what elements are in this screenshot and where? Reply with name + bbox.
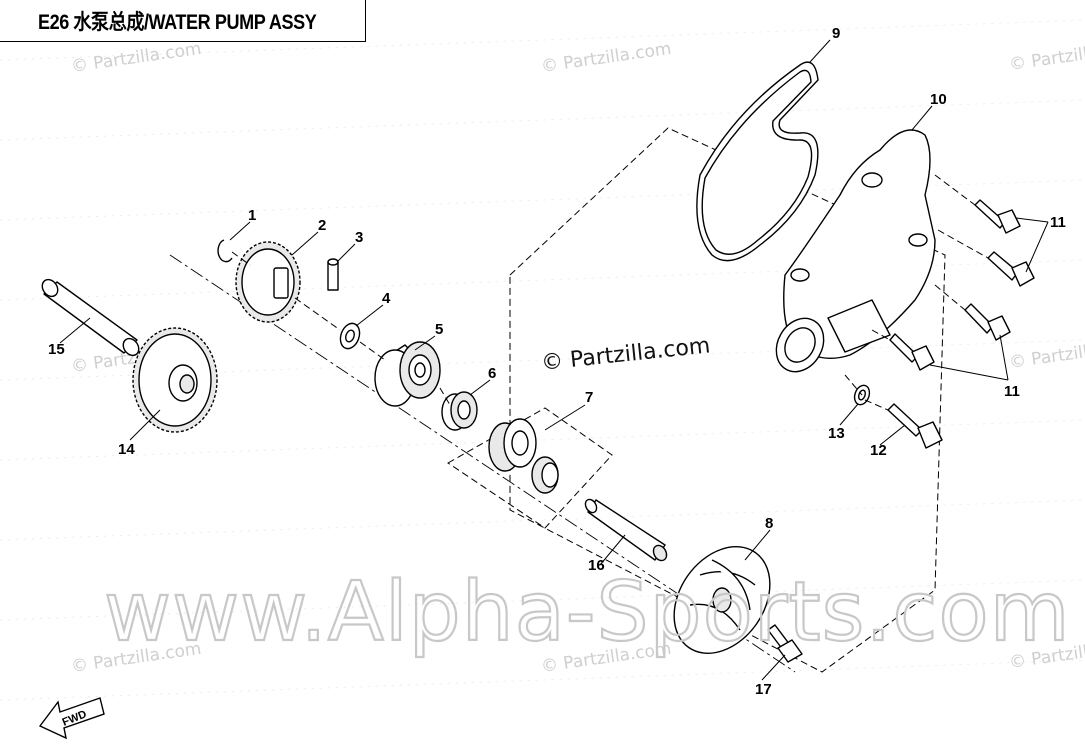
- callout-16: 16: [588, 557, 605, 574]
- callout-leaders: [59, 39, 1049, 681]
- part-3-pin: [327, 258, 339, 291]
- watermark-text: © Partzilla.com: [540, 39, 673, 77]
- part-7-mechanical-seal: [488, 418, 559, 494]
- bolt-dash-leaders: [844, 174, 989, 411]
- callout-3: 3: [355, 229, 363, 246]
- part-5-bearing: [374, 341, 441, 407]
- callout-9: 9: [832, 25, 840, 42]
- callout-17: 17: [755, 681, 772, 698]
- watermark-text: © Partzilla.com: [70, 39, 203, 77]
- part-1-circlip: [217, 239, 233, 263]
- callout-5: 5: [435, 321, 443, 338]
- page-title: E26 水泵总成/WATER PUMP ASSY: [38, 11, 317, 34]
- callout-1: 1: [248, 207, 256, 224]
- callout-12: 12: [870, 442, 887, 459]
- callout-13: 13: [828, 425, 845, 442]
- callout-6: 6: [488, 365, 496, 382]
- callout-4: 4: [382, 290, 391, 307]
- watermark-text: © Partzilla.com: [1008, 335, 1085, 373]
- watermark-text: © Partzilla.com: [1008, 37, 1085, 75]
- assembly-outline: [509, 127, 946, 673]
- partzilla-center-watermark: © Partzilla.com: [540, 333, 711, 376]
- bolt-11-d: [889, 333, 935, 371]
- part-10-pump-cover: [775, 129, 936, 373]
- part-7-group-box: [447, 407, 613, 529]
- part-6-oil-seal: [441, 391, 478, 431]
- fwd-arrow-icon: FWD: [38, 697, 105, 740]
- bolt-11-c: [964, 303, 1011, 341]
- title-box: E26 水泵总成/WATER PUMP ASSY: [0, 0, 366, 42]
- part-8-impeller: [673, 546, 771, 654]
- callout-11-a: 11: [1050, 214, 1066, 231]
- part-11-bolts: [889, 199, 1035, 371]
- part-2-small-gear: [235, 241, 301, 323]
- callout-7: 7: [585, 389, 593, 406]
- bolt-11-b: [987, 251, 1035, 287]
- callout-2: 2: [318, 217, 326, 234]
- part-16-pump-shaft: [584, 498, 668, 562]
- part-12-bolt: [887, 403, 943, 449]
- alpha-sports-watermark: www.Alpha-Sports.com: [104, 565, 1071, 660]
- callout-10: 10: [930, 91, 947, 108]
- axis-leaders: [231, 251, 451, 406]
- part-9-gasket: [696, 61, 819, 262]
- bolt-11-a: [974, 199, 1021, 234]
- part-14-large-gear: [132, 327, 218, 433]
- part-17-bolt: [767, 624, 803, 663]
- part-15-shaft: [41, 278, 140, 357]
- part-4-washer: [339, 322, 361, 350]
- callout-11-b: 11: [1004, 383, 1020, 400]
- callout-15: 15: [48, 341, 65, 358]
- callout-14: 14: [118, 441, 135, 458]
- callout-8: 8: [765, 515, 773, 532]
- callout-numbers: 1 2 3 4 5 6 7 8 9 10 11 11 12 13 14 15 1…: [48, 25, 1066, 698]
